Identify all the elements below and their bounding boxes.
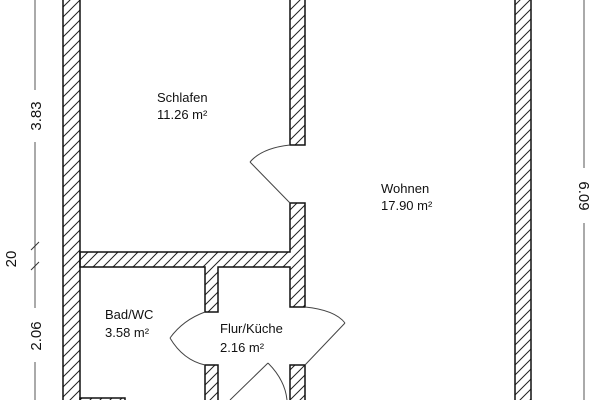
dimension-left-upper: 3.83 (28, 101, 45, 130)
room-area-bad: 3.58 m² (105, 325, 150, 340)
dimension-left: 3.83 20 2.06 (3, 0, 45, 400)
room-label-flur: Flur/Küche (220, 321, 283, 336)
room-label-wohnen: Wohnen (381, 181, 429, 196)
door-wohnen[interactable] (304, 306, 346, 366)
dimension-left-wall: 20 (3, 251, 20, 268)
wall-right-outer (514, 0, 532, 400)
room-area-wohnen: 17.90 m² (381, 198, 433, 213)
wall-schlafen-wohnen-lower (79, 202, 306, 313)
door-schlafen[interactable] (249, 144, 291, 204)
door-entrance[interactable] (229, 362, 288, 400)
room-area-schlafen: 11.26 m² (157, 107, 208, 122)
wall-bad-flur-lower (204, 364, 219, 400)
room-label-bad: Bad/WC (105, 307, 153, 322)
wall-flur-wohnen-lower (289, 364, 306, 400)
door-bad[interactable] (169, 311, 206, 366)
dimension-left-lower: 2.06 (28, 321, 45, 350)
wall-left-outer (62, 0, 81, 400)
room-label-schlafen: Schlafen (157, 90, 208, 105)
dimension-right: 6.09 (575, 0, 592, 400)
dimension-right-total: 6.09 (575, 181, 592, 210)
room-area-flur: 2.16 m² (220, 340, 265, 355)
wall-schlafen-wohnen-upper (289, 0, 306, 146)
